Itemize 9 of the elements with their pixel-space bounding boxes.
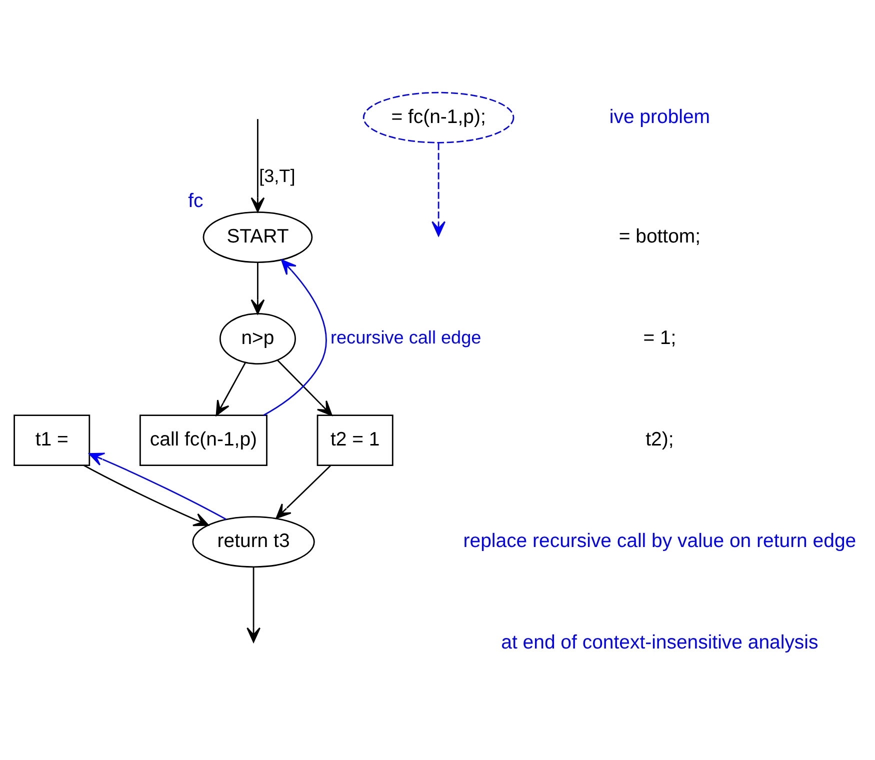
- label: at end of context-insensitive analysis: [501, 631, 818, 654]
- label: = bottom;: [618, 224, 701, 247]
- edge-label: recursive call edge: [330, 327, 482, 347]
- label: t2);: [646, 428, 674, 450]
- label: replace recursive call by value on return edge: [463, 530, 856, 552]
- label: ive problem: [609, 105, 710, 128]
- label: = 1;: [643, 326, 676, 348]
- edge-label: [3,T]: [259, 166, 296, 186]
- node-label: fc: [188, 189, 204, 212]
